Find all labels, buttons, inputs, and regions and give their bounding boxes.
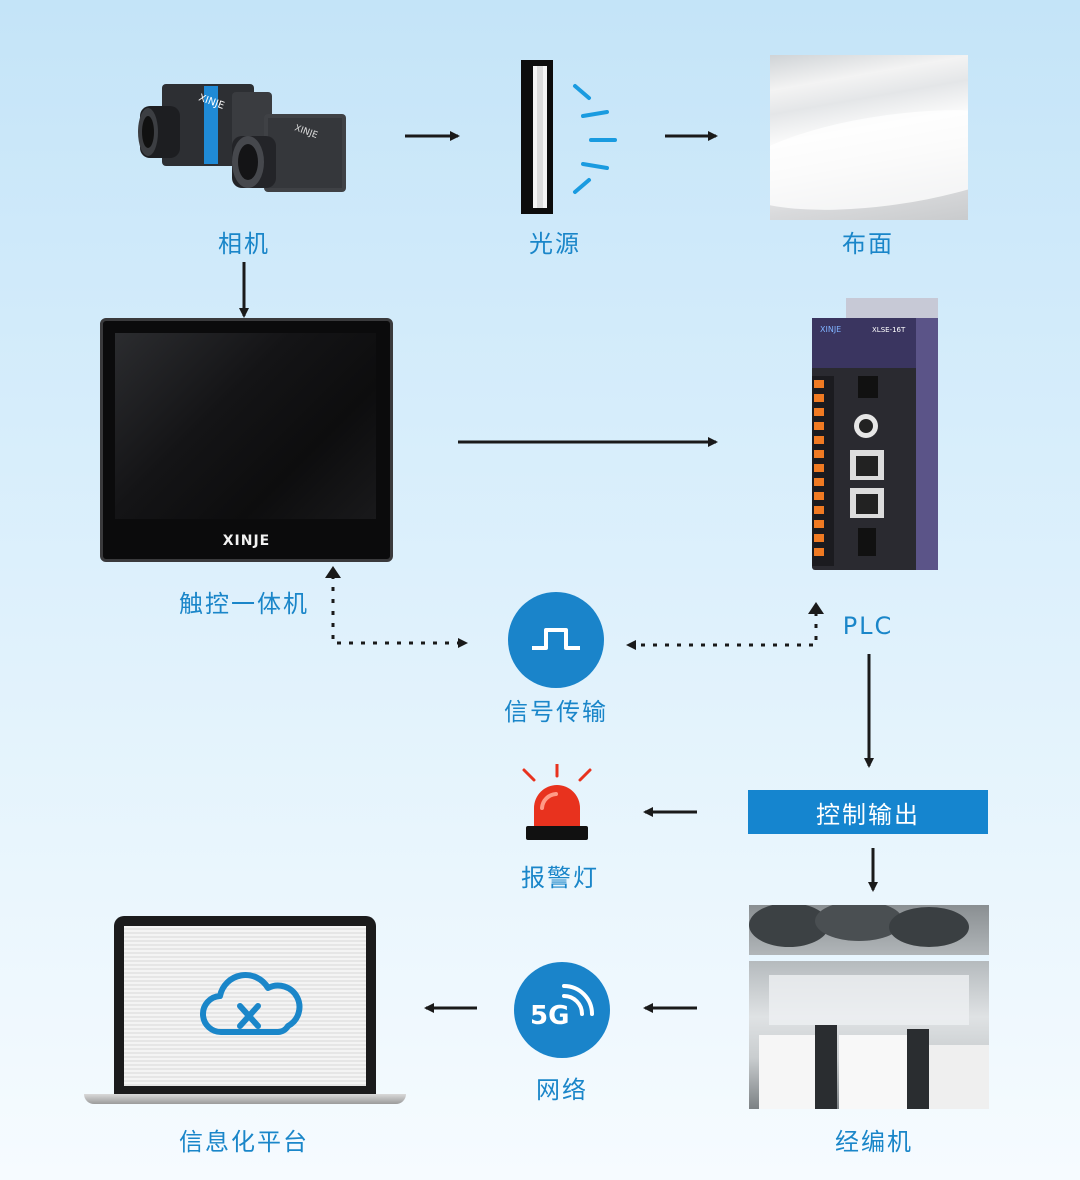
dotted-plc-up-arrowhead xyxy=(808,602,824,614)
plc-terminal-block xyxy=(814,380,824,556)
5g-wifi-icon: 5G xyxy=(530,984,594,1031)
warp-knitting-machine-label: 经编机 xyxy=(835,1128,913,1156)
alarm-light-label: 报警灯 xyxy=(521,864,599,892)
signal-transmission-badge xyxy=(508,592,604,688)
signal-transmission-label: 信号传输 xyxy=(504,698,608,726)
fabric-surface-label: 布面 xyxy=(842,230,894,258)
plc-brand-text: XINJE xyxy=(820,325,841,334)
fabric-surface-image xyxy=(770,55,968,220)
camera-image: XINJE XINJE xyxy=(138,84,346,192)
plc-label: PLC xyxy=(842,612,894,640)
light-ray-1 xyxy=(573,84,591,100)
dotted-panel-up-arrowhead xyxy=(325,566,341,578)
light-source-label: 光源 xyxy=(529,230,581,258)
warp-knitting-machine-image xyxy=(749,905,989,1109)
touch-panel-screen xyxy=(115,333,376,519)
plc-model-text: XLSE-16T xyxy=(872,326,906,334)
pulse-signal-icon xyxy=(532,628,580,650)
dotted-panel-signal-link xyxy=(331,575,468,648)
light-ray-2 xyxy=(581,110,609,118)
touch-panel-label: 触控一体机 xyxy=(179,590,309,618)
alarm-light-icon xyxy=(522,764,592,840)
network-label: 网络 xyxy=(536,1076,588,1104)
cloud-icon xyxy=(199,972,303,1036)
information-platform-label: 信息化平台 xyxy=(179,1128,309,1156)
dotted-plc-signal-link xyxy=(626,612,818,650)
touch-panel-image: XINJE xyxy=(100,318,393,562)
light-ray-4 xyxy=(581,162,609,170)
network-badge-text: 5G xyxy=(530,1001,569,1031)
light-ray-5 xyxy=(573,178,591,194)
control-output-box: 控制输出 xyxy=(748,790,988,834)
camera-label: 相机 xyxy=(218,230,270,258)
plc-image: XINJE XLSE-16T xyxy=(812,298,938,570)
light-source-image xyxy=(521,60,617,214)
information-platform-image xyxy=(114,916,376,1094)
laptop-base xyxy=(84,1094,406,1104)
network-badge: 5G xyxy=(514,962,610,1058)
touch-panel-brand: XINJE xyxy=(222,533,271,549)
